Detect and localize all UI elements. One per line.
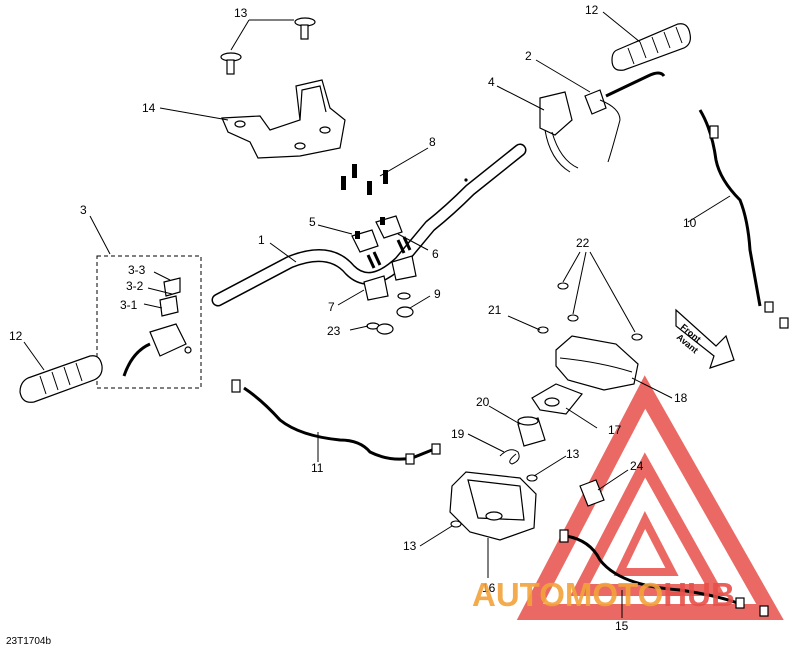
- front-arrow: Front Avant: [675, 308, 735, 369]
- cable-10: [698, 109, 789, 329]
- handlebar-bracket: [221, 79, 346, 159]
- brake-assembly-box: [96, 255, 202, 389]
- knurled-area: [366, 236, 412, 269]
- cable-15: [559, 529, 769, 617]
- callout-6: 6: [432, 247, 439, 261]
- callout-9: 9: [434, 287, 441, 301]
- callout-3-3: 3-3: [128, 263, 146, 277]
- callout-3: 3: [80, 203, 87, 217]
- callout-12-left: 12: [9, 329, 23, 343]
- callout-7: 7: [328, 300, 335, 314]
- upper-clamp-left: [351, 229, 379, 253]
- callout-19: 19: [451, 427, 465, 441]
- callout-17: 17: [608, 423, 622, 437]
- watermark-text-automoto: AUTOMOTO: [472, 576, 663, 613]
- callout-16: 16: [482, 581, 496, 595]
- callout-12-right: 12: [585, 3, 599, 17]
- retainer: [531, 383, 583, 415]
- callout-8: 8: [429, 135, 436, 149]
- throttle-lever: [584, 71, 666, 163]
- upper-clamp-right: [375, 215, 403, 239]
- callout-numbers: 13 12 2 4 14 8 3 5 1 10 22 6 3-3 3-2 3-1…: [9, 3, 697, 633]
- callout-2: 2: [525, 49, 532, 63]
- handlebar: [211, 143, 527, 307]
- spring-clip: [499, 449, 520, 465]
- callout-4: 4: [488, 75, 495, 89]
- callout-18: 18: [674, 391, 688, 405]
- watermark-text-hub: HUB: [663, 576, 735, 613]
- callout-5: 5: [309, 215, 316, 229]
- callout-13-mid: 13: [566, 447, 580, 461]
- grommet: [517, 416, 546, 447]
- cable-11: [231, 379, 441, 465]
- grip-right: [611, 23, 691, 71]
- watermark-text: AUTOMOTOHUB: [472, 576, 735, 613]
- diagram-code: 23T1704b: [6, 636, 52, 647]
- upper-cover: [555, 335, 639, 391]
- callout-13-low: 13: [403, 539, 417, 553]
- callout-3-1: 3-1: [120, 298, 138, 312]
- svg-text:AUTOMOTOHUB: AUTOMOTOHUB: [472, 576, 735, 613]
- right-switch-housing: [539, 91, 579, 173]
- callout-22: 22: [576, 236, 590, 250]
- callout-15: 15: [615, 619, 629, 633]
- callout-10: 10: [683, 216, 697, 230]
- lower-housing: [449, 471, 537, 541]
- callout-13-top: 13: [234, 6, 248, 20]
- clamp-bolts: [341, 164, 388, 195]
- nuts-washers: [366, 292, 414, 335]
- screw-top-a: [294, 17, 316, 40]
- callout-1: 1: [258, 233, 265, 247]
- callout-20: 20: [476, 395, 490, 409]
- callout-3-2: 3-2: [126, 279, 144, 293]
- leader-lines: [23, 11, 731, 618]
- brake-master-cylinder: [122, 277, 192, 377]
- screw-top-b: [220, 52, 242, 75]
- callout-14: 14: [142, 101, 156, 115]
- callout-11: 11: [311, 461, 324, 475]
- lower-clamp: [363, 255, 417, 301]
- grip-left: [19, 355, 103, 403]
- grommet-24: [579, 479, 605, 507]
- callout-23: 23: [327, 324, 341, 338]
- callout-24: 24: [630, 459, 644, 473]
- callout-21: 21: [488, 303, 502, 317]
- small-screws: [450, 282, 643, 528]
